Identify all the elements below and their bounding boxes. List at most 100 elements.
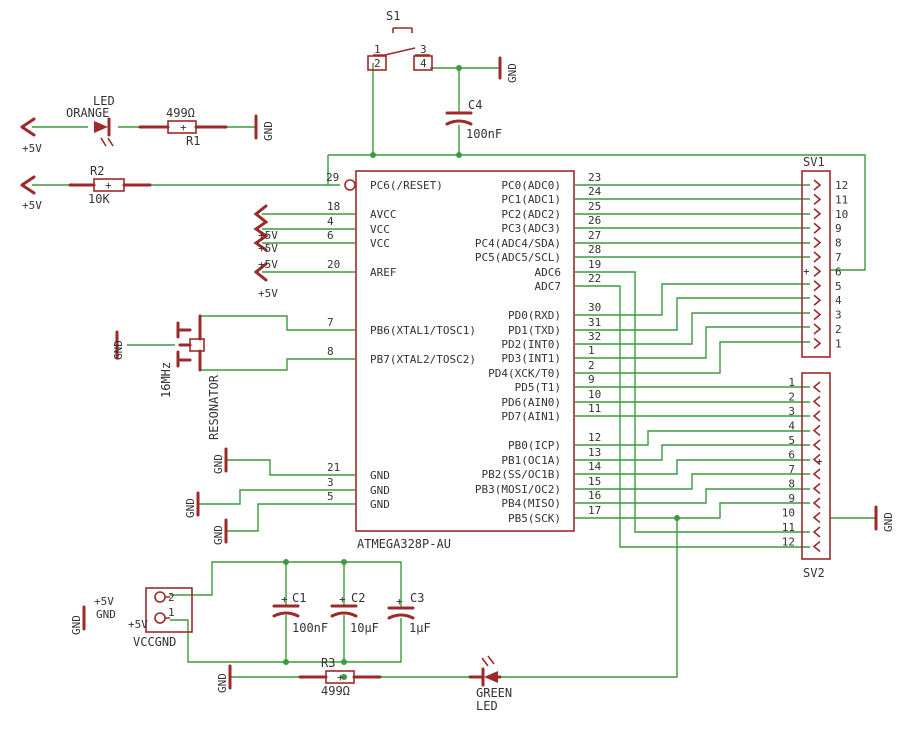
svg-text:100nF: 100nF xyxy=(292,621,328,635)
mcu-pin-name: PD4(XCK/T0) xyxy=(488,367,561,380)
mcu-pin-number: 22 xyxy=(588,272,601,285)
mcu-pin-name: GND xyxy=(370,469,390,482)
sv2-pin-number: 9 xyxy=(788,492,795,505)
mcu-pin-name: GND xyxy=(370,484,390,497)
svg-text:SV1: SV1 xyxy=(803,155,825,169)
sv1-pin-contact xyxy=(813,179,822,191)
mcu-atmega328p: ATMEGA328P-AU 29PC6(/RESET)18AVCC4VCC6VC… xyxy=(326,170,602,551)
svg-text:+5V: +5V xyxy=(258,258,278,271)
svg-text:2: 2 xyxy=(374,57,381,70)
svg-text:C4: C4 xyxy=(468,98,482,112)
mcu-pin-name: PB3(MOSI/OC2) xyxy=(475,483,561,496)
mcu-pin-number: 1 xyxy=(588,344,595,357)
led-green: GREEN LED xyxy=(468,655,512,713)
mcu-pin-name: PC1(ADC1) xyxy=(501,193,561,206)
mcu-pin-number: 20 xyxy=(327,258,340,271)
svg-text:SV2: SV2 xyxy=(803,566,825,580)
sv2-pin-number: 12 xyxy=(782,536,795,549)
mcu-pin-name: VCC xyxy=(370,237,390,250)
svg-text:GND: GND xyxy=(70,615,83,635)
svg-text:GND: GND xyxy=(262,121,275,141)
sv1-pin-contact xyxy=(813,193,822,206)
svg-text:+: + xyxy=(816,455,823,468)
sv2-pin-number: 8 xyxy=(788,478,795,491)
mcu-pin-name: PC4(ADC4/SDA) xyxy=(475,237,561,250)
svg-text:GND: GND xyxy=(506,63,519,83)
svg-text:+5V: +5V xyxy=(94,595,114,608)
sv2-pin-number: 2 xyxy=(788,391,795,404)
mcu-pin-number: 5 xyxy=(327,490,334,503)
sv2-pin-contact xyxy=(812,395,821,408)
svg-text:R2: R2 xyxy=(90,164,104,178)
sv1-pin-contact xyxy=(813,208,822,220)
sv1-pin-number: 7 xyxy=(835,251,842,264)
sv1-pin-number: 12 xyxy=(835,179,848,192)
sv2-pin-number: 10 xyxy=(782,507,795,520)
mcu-pin-number: 2 xyxy=(588,359,595,372)
sv2-pin-number: 5 xyxy=(788,434,795,447)
svg-text:+5V: +5V xyxy=(22,142,42,155)
sv2-pin-contact xyxy=(812,497,821,509)
svg-text:499Ω: 499Ω xyxy=(166,106,195,120)
mcu-pin-number: 19 xyxy=(588,258,601,271)
svg-text:1: 1 xyxy=(168,606,175,619)
svg-text:+5V: +5V xyxy=(258,242,278,255)
mcu-pin-number: 25 xyxy=(588,200,601,213)
sv2-pin-contact xyxy=(812,511,821,524)
capacitor-c2: + C2 10µF xyxy=(330,591,379,635)
svg-text:GND: GND xyxy=(96,608,116,621)
mcu-pin-name: PB0(ICP) xyxy=(508,439,561,452)
sv2-pin-contact xyxy=(812,424,821,437)
mcu-pin-number: 4 xyxy=(327,215,334,228)
mcu-pin-number: 9 xyxy=(588,373,595,386)
mcu-pin-number: 18 xyxy=(327,200,340,213)
mcu-pin-name: AVCC xyxy=(370,208,397,221)
sv1-pin-contact xyxy=(813,280,822,292)
sv2-pin-number: 4 xyxy=(788,420,795,433)
svg-text:+: + xyxy=(180,121,187,134)
mcu-pin-name: PD5(T1) xyxy=(515,381,561,394)
mcu-pin-name: VCC xyxy=(370,223,390,236)
svg-text:C2: C2 xyxy=(351,591,365,605)
svg-text:+5V: +5V xyxy=(258,287,278,300)
mcu-pin-name: AREF xyxy=(370,266,397,279)
sv2-pin-contact xyxy=(812,482,821,495)
mcu-pin-number: 3 xyxy=(327,476,334,489)
mcu-pin-number: 31 xyxy=(588,316,601,329)
svg-text:+: + xyxy=(396,595,403,608)
svg-text:+5V: +5V xyxy=(22,199,42,212)
sv2-pin-number: 11 xyxy=(782,521,795,534)
svg-text:100nF: 100nF xyxy=(466,127,502,141)
mcu-pin-number: 10 xyxy=(588,388,601,401)
wires xyxy=(32,63,876,678)
sv2-pin-contact xyxy=(812,526,821,538)
svg-text:+: + xyxy=(803,265,810,278)
mcu-pin-name: PD6(AIN0) xyxy=(501,396,561,409)
sv1-pin-number: 2 xyxy=(835,323,842,336)
svg-text:GND: GND xyxy=(216,673,229,693)
sv2-pin-contact xyxy=(812,540,821,553)
svg-text:C3: C3 xyxy=(410,591,424,605)
mcu-pin-number: 15 xyxy=(588,475,601,488)
mcu-pin-number: 29 xyxy=(326,171,339,184)
mcu-pin-number: 32 xyxy=(588,330,601,343)
mcu-pin-number: 21 xyxy=(327,461,340,474)
sv1-pin-contact xyxy=(813,308,822,321)
sv1-pin-number: 8 xyxy=(835,237,842,250)
capacitor-c1: + C1 100nF xyxy=(272,591,328,635)
sv1-pin-contact xyxy=(813,337,822,350)
svg-text:4: 4 xyxy=(420,57,427,70)
svg-text:+: + xyxy=(105,179,112,192)
mcu-pin-name: PD2(INT0) xyxy=(501,338,561,351)
svg-text:GND: GND xyxy=(112,340,125,360)
mcu-pin-name: GND xyxy=(370,498,390,511)
svg-text:2: 2 xyxy=(168,591,175,604)
svg-text:LED: LED xyxy=(93,94,115,108)
svg-text:GND: GND xyxy=(212,525,225,545)
mcu-pin-name: PB6(XTAL1/TOSC1) xyxy=(370,324,476,337)
led-orange: +5V LED ORANGE xyxy=(20,94,115,155)
mcu-pin-number: 14 xyxy=(588,460,602,473)
